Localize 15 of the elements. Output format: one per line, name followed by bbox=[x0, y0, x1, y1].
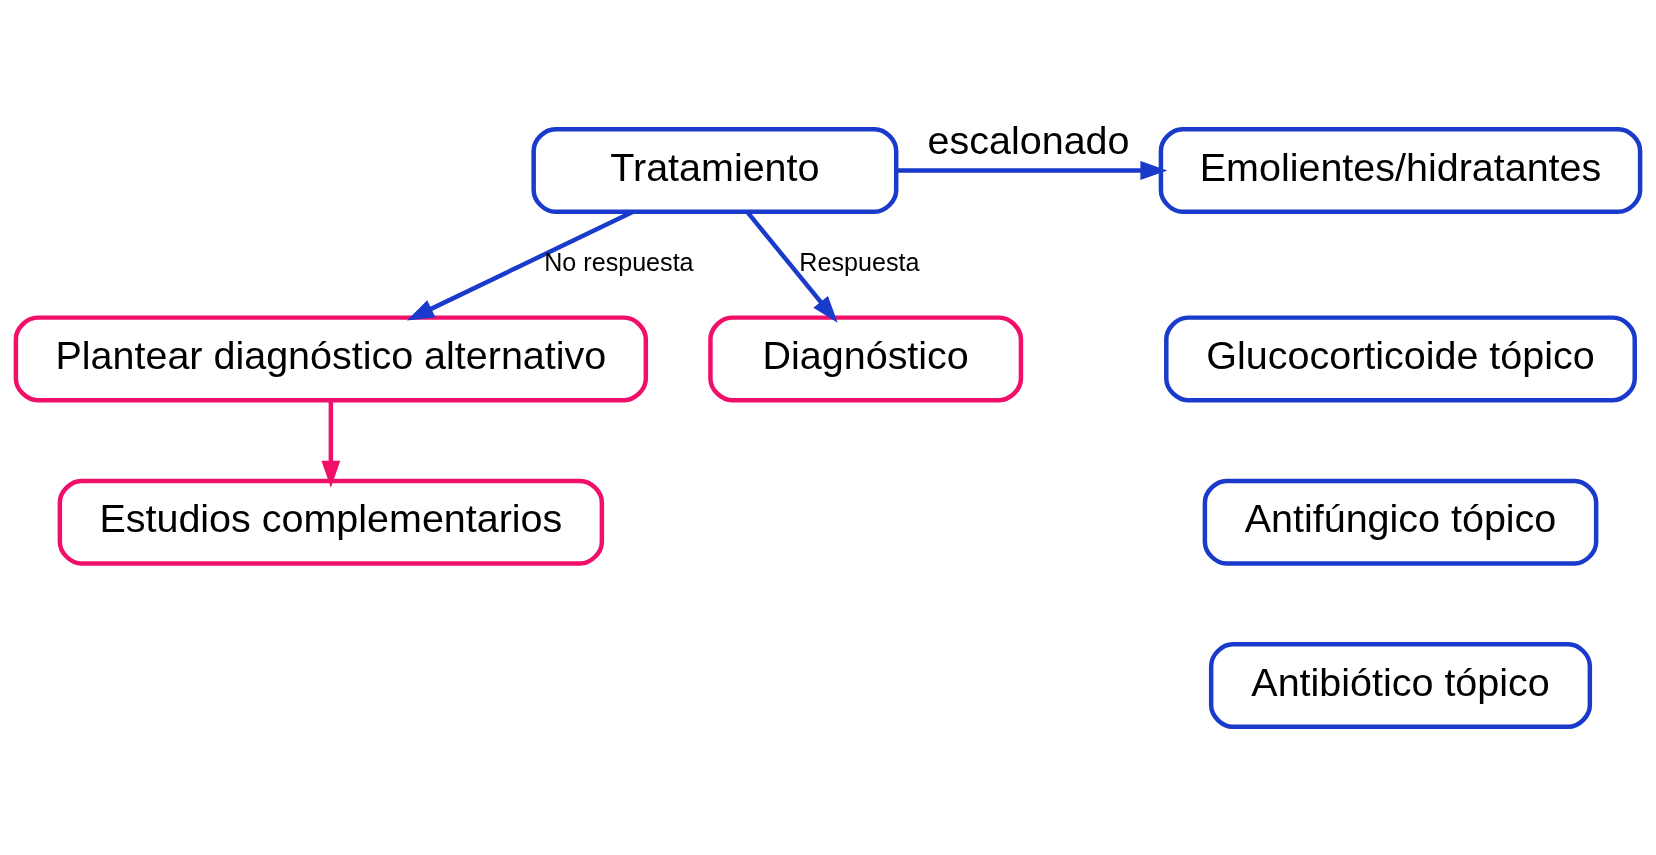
node-box: Diagnóstico bbox=[708, 314, 1024, 402]
node-box: Tratamiento bbox=[531, 126, 899, 214]
node-box: Antifúngico tópico bbox=[1202, 478, 1599, 566]
edge-label: No respuesta bbox=[544, 247, 694, 276]
edge-label: escalonado bbox=[927, 117, 1130, 162]
edge-label: Respuesta bbox=[799, 247, 920, 276]
arrow bbox=[321, 399, 341, 488]
node-box: Plantear diagnóstico alternativo bbox=[13, 314, 649, 402]
node-box: Emolientes/hidratantes bbox=[1158, 126, 1643, 214]
arrow bbox=[745, 210, 838, 323]
node-box: Antibiótico tópico bbox=[1208, 641, 1593, 729]
arrow bbox=[407, 209, 634, 320]
node-box: Estudios complementarios bbox=[57, 478, 605, 566]
arrow bbox=[896, 160, 1168, 180]
node-box: Glucocorticoide tópico bbox=[1164, 314, 1637, 402]
